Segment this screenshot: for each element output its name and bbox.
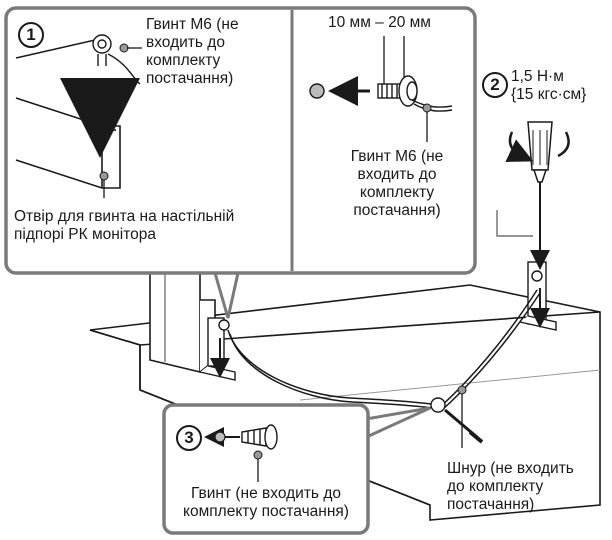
dimension-label: 10 мм – 20 мм <box>328 14 431 31</box>
monitor-stand-post <box>149 270 216 374</box>
step1-screw-icon <box>92 34 141 85</box>
step1-detail-screw-icon <box>377 75 453 112</box>
step3-callout <box>253 450 263 482</box>
hole-icon <box>309 83 325 99</box>
step1-detail-screw-label: Гвинт М6 (не входить до комплекту постач… <box>350 148 444 219</box>
step3-screw-label: Гвинт (не входить до комплекту постачанн… <box>183 485 349 520</box>
torque-label: 1,5 Н·м {15 кгс·см} <box>511 68 587 103</box>
step3-number-badge: 3 <box>176 425 202 451</box>
step1-screw-callout <box>119 43 142 53</box>
step1-number-badge: 1 <box>18 22 44 48</box>
cord <box>227 289 541 411</box>
step2-number-badge: 2 <box>482 72 508 98</box>
step1-hole-callout <box>99 171 109 198</box>
step1-detail-callout <box>422 103 432 142</box>
wall-bracket-outline <box>496 210 533 237</box>
panel3-pointer <box>359 406 431 442</box>
cord-callout <box>457 385 467 448</box>
step1-panel <box>4 6 477 275</box>
panel1-pointer <box>213 272 240 319</box>
step3-hole-icon <box>214 431 226 443</box>
screwdriver-icon <box>505 121 570 262</box>
step3-screw-icon <box>241 424 278 450</box>
step1-screw-label: Гвинт М6 (не входить до комплекту постач… <box>146 16 239 87</box>
step1-hole-label: Отвір для гвинта на настільній підпорі Р… <box>14 208 235 243</box>
cord-label: Шнур (не входить до комплекту постачання… <box>447 460 574 513</box>
